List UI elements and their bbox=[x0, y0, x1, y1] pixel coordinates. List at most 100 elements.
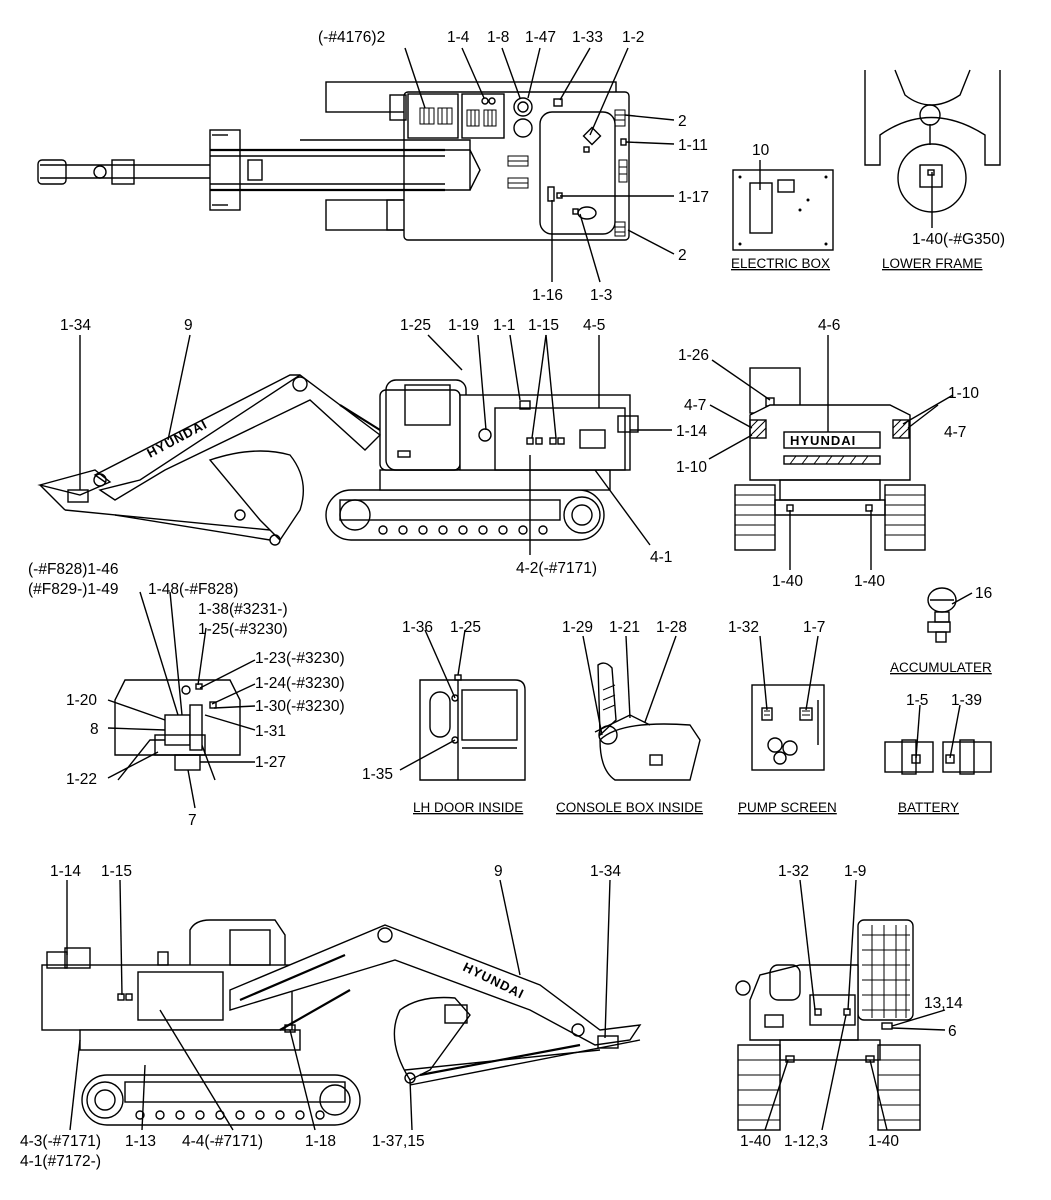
console-box-callouts: 1-29 1-21 1-28 CONSOLE BOX INSIDE bbox=[556, 619, 703, 815]
callout-label: 4-7 bbox=[944, 424, 966, 441]
view-caption: ACCUMULATER bbox=[890, 660, 992, 675]
top-view-callouts: (-#4176)2 1-4 1-8 1-47 1-33 1-2 2 1-11 1… bbox=[318, 29, 709, 304]
electric-box-callouts: 10 ELECTRIC BOX bbox=[731, 142, 830, 271]
callout-label: 2 bbox=[678, 247, 687, 264]
callout-label: 1-15 bbox=[528, 317, 559, 334]
callout-label: 1-39 bbox=[951, 692, 982, 709]
view-caption: LH DOOR INSIDE bbox=[413, 800, 523, 815]
top-view-drawing bbox=[37, 81, 630, 241]
callout-label: 1-11 bbox=[678, 137, 708, 154]
callout-label: 1-12,3 bbox=[784, 1133, 828, 1150]
pump-screen-callouts: 1-32 1-7 PUMP SCREEN bbox=[728, 619, 837, 815]
callout-label: 1-17 bbox=[678, 189, 709, 206]
callout-label: 1-34 bbox=[60, 317, 91, 334]
callout-label: 4-7 bbox=[684, 397, 706, 414]
callout-label: 4-6 bbox=[818, 317, 840, 334]
svg-text:HYUNDAI: HYUNDAI bbox=[790, 433, 856, 448]
callout-label: 1-28 bbox=[656, 619, 687, 636]
left-side-view-callouts: 1-34 9 1-25 1-19 1-1 1-15 4-5 1-14 4-2(-… bbox=[60, 317, 707, 577]
callout-label: 1-36 bbox=[402, 619, 433, 636]
callout-label: 1-30(-#3230) bbox=[255, 698, 345, 715]
callout-label: 1-25 bbox=[450, 619, 481, 636]
callout-label: 8 bbox=[90, 721, 99, 738]
callout-label: 4-1(#7172-) bbox=[20, 1153, 101, 1170]
callout-label: 1-26 bbox=[678, 347, 709, 364]
callout-label: 13,14 bbox=[924, 995, 963, 1012]
callout-label: 1-32 bbox=[728, 619, 759, 636]
callout-label: 1-40 bbox=[740, 1133, 771, 1150]
callout-label: 2 bbox=[678, 113, 687, 130]
callout-label: 7 bbox=[188, 812, 197, 829]
callout-label: 4-3(-#7171) bbox=[20, 1133, 101, 1150]
callout-label: (-#F828)1-46 bbox=[28, 561, 118, 578]
callout-label: 1-40 bbox=[772, 573, 803, 590]
front-view-callouts: 1-32 1-9 13,14 6 1-40 1-12,3 1-40 bbox=[740, 863, 963, 1150]
callout-label: 10 bbox=[752, 142, 770, 159]
callout-label: 1-40 bbox=[868, 1133, 899, 1150]
callout-label: 1-33 bbox=[572, 29, 603, 46]
callout-label: 1-10 bbox=[676, 459, 707, 476]
callout-label: 16 bbox=[975, 585, 992, 602]
callout-label: 1-34 bbox=[590, 863, 621, 880]
callout-label: 1-35 bbox=[362, 766, 393, 783]
callout-label: 1-10 bbox=[948, 385, 979, 402]
callout-label: 1-1 bbox=[493, 317, 515, 334]
callout-label: 1-29 bbox=[562, 619, 593, 636]
lh-door-drawing bbox=[419, 674, 526, 781]
electric-box-drawing bbox=[732, 169, 834, 251]
leader-lines bbox=[66, 47, 973, 1131]
callout-label: 1-37,15 bbox=[372, 1133, 425, 1150]
callout-label: 4-5 bbox=[583, 317, 605, 334]
view-caption: BATTERY bbox=[898, 800, 959, 815]
callout-label: 4-1 bbox=[650, 549, 672, 566]
callout-label: 9 bbox=[184, 317, 193, 334]
callout-label: 1-40 bbox=[854, 573, 885, 590]
console-box-drawing bbox=[594, 662, 701, 781]
callout-label: 1-20 bbox=[66, 692, 97, 709]
callout-label: 1-25(-#3230) bbox=[198, 621, 288, 638]
callout-label: 1-4 bbox=[447, 29, 470, 46]
callout-label: 6 bbox=[948, 1023, 957, 1040]
callout-label: 1-25 bbox=[400, 317, 431, 334]
callout-label: 1-5 bbox=[906, 692, 928, 709]
callout-label: 4-4(-#7171) bbox=[182, 1133, 263, 1150]
svg-text:HYUNDAI: HYUNDAI bbox=[144, 416, 210, 460]
callout-label: (#F829-)1-49 bbox=[28, 581, 118, 598]
callout-label: 1-18 bbox=[305, 1133, 336, 1150]
callout-label: 1-19 bbox=[448, 317, 479, 334]
callout-label: 1-38(#3231-) bbox=[198, 601, 288, 618]
left-side-view-drawing: HYUNDAI bbox=[37, 374, 639, 546]
callout-label: 1-47 bbox=[525, 29, 556, 46]
rear-view-drawing: HYUNDAI bbox=[734, 367, 926, 551]
front-view-drawing bbox=[735, 919, 921, 1131]
callout-label: 1-3 bbox=[590, 287, 612, 304]
callout-label: 1-2 bbox=[622, 29, 644, 46]
callout-label: 1-9 bbox=[844, 863, 866, 880]
callout-label: 1-31 bbox=[255, 723, 286, 740]
view-caption: ELECTRIC BOX bbox=[731, 256, 830, 271]
callout-label: 1-48(-#F828) bbox=[148, 581, 238, 598]
view-caption: PUMP SCREEN bbox=[738, 800, 837, 815]
callout-label: 9 bbox=[494, 863, 503, 880]
cab-detail-callouts: (-#F828)1-46 (#F829-)1-49 1-48(-#F828) 1… bbox=[28, 561, 345, 829]
right-side-view-drawing: HYUNDAI bbox=[41, 919, 642, 1126]
callout-label: 1-14 bbox=[50, 863, 81, 880]
accumulater-callouts: 16 ACCUMULATER bbox=[890, 585, 992, 675]
callout-label: 1-15 bbox=[101, 863, 132, 880]
pump-screen-drawing bbox=[751, 684, 825, 771]
callout-label: 1-40(-#G350) bbox=[912, 231, 1005, 248]
lh-door-callouts: 1-36 1-25 1-35 LH DOOR INSIDE bbox=[362, 619, 523, 815]
callout-label: 1-8 bbox=[487, 29, 509, 46]
callout-label: 1-21 bbox=[609, 619, 640, 636]
callout-label: 1-24(-#3230) bbox=[255, 675, 345, 692]
callout-label: 1-32 bbox=[778, 863, 809, 880]
callout-label: 1-16 bbox=[532, 287, 563, 304]
callout-label: 4-2(-#7171) bbox=[516, 560, 597, 577]
callout-label: 1-13 bbox=[125, 1133, 156, 1150]
lower-frame-callouts: 1-40(-#G350) LOWER FRAME bbox=[882, 231, 1005, 271]
callout-label: 1-27 bbox=[255, 754, 286, 771]
view-caption: CONSOLE BOX INSIDE bbox=[556, 800, 703, 815]
callout-label: 1-22 bbox=[66, 771, 97, 788]
